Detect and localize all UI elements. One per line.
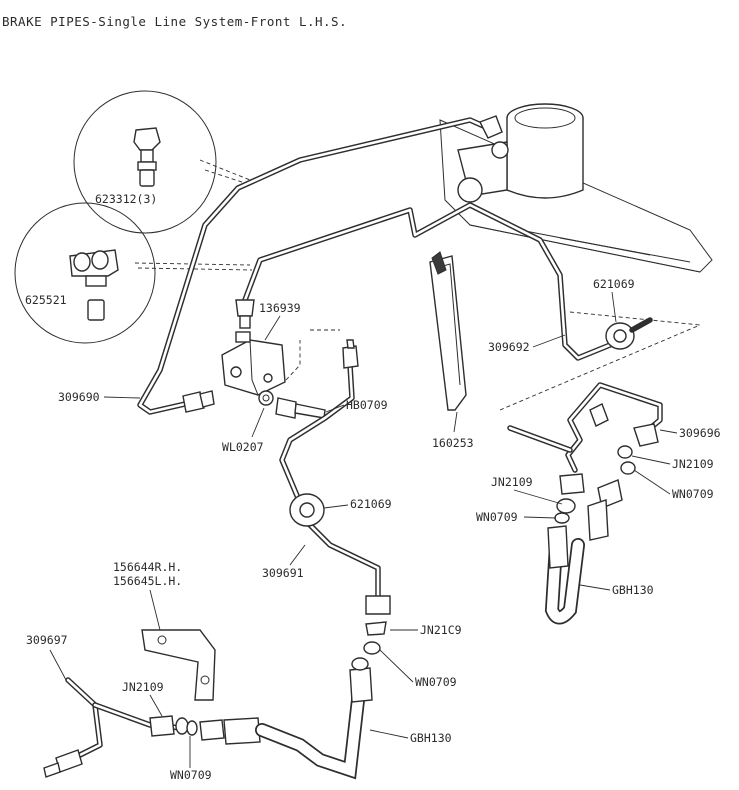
bracket-156644 (141, 629, 216, 701)
label-wl0207: WL0207 (222, 440, 264, 454)
label-156645: 156645L.H. (113, 574, 182, 588)
label-jn2109-right: JN2109 (672, 457, 714, 471)
label-625521: 625521 (25, 293, 67, 307)
label-156644: 156644R.H. (113, 560, 182, 574)
label-wn0709-lower: WN0709 (170, 768, 212, 782)
label-160253: 160253 (432, 436, 474, 450)
label-309696: 309696 (679, 426, 721, 440)
label-jn2109-lower: JN2109 (122, 680, 164, 694)
label-621069-lower: 621069 (350, 497, 392, 511)
label-jn21c9: JN21C9 (420, 623, 462, 637)
pedal-160253 (429, 251, 467, 411)
label-gbh130-lower: GBH130 (410, 731, 452, 745)
pipe-309697 (43, 677, 198, 778)
label-309691: 309691 (262, 566, 304, 580)
pipe-309696 (507, 382, 663, 475)
label-jn2109-mid: JN2109 (491, 475, 533, 489)
part-labels: 136939 621069 309692 309690 HB0709 WL020… (26, 277, 721, 782)
label-gbh130-right: GBH130 (612, 583, 654, 597)
pipe-309692 (235, 202, 613, 361)
hose-gbh130-lower (199, 657, 373, 780)
diagram-title: BRAKE PIPES-Single Line System-Front L.H… (2, 14, 347, 29)
hose-gbh130-upper (544, 473, 623, 625)
label-wn0709-lower-right: WN0709 (415, 675, 457, 689)
label-hb0709: HB0709 (346, 398, 388, 412)
label-136939: 136939 (259, 301, 301, 315)
bolt-hb0709 (275, 397, 326, 419)
label-309692: 309692 (488, 340, 530, 354)
grommet-621069-upper (499, 311, 701, 411)
label-wn0709-mid: WN0709 (476, 510, 518, 524)
label-309697: 309697 (26, 633, 68, 647)
pipe-309691 (279, 339, 391, 655)
master-cylinder-assembly (439, 103, 713, 273)
label-309690: 309690 (58, 390, 100, 404)
pipe-309690 (137, 115, 503, 415)
label-wn0709-right: WN0709 (672, 487, 714, 501)
detail-circle-upper: 623312(3) (73, 90, 251, 234)
washer-wl0207 (258, 390, 274, 406)
label-623312: 623312(3) (95, 192, 157, 206)
detail-circle-lower: 625521 (14, 202, 253, 344)
label-621069-upper: 621069 (593, 277, 635, 291)
three-way-block-136939 (221, 329, 340, 396)
